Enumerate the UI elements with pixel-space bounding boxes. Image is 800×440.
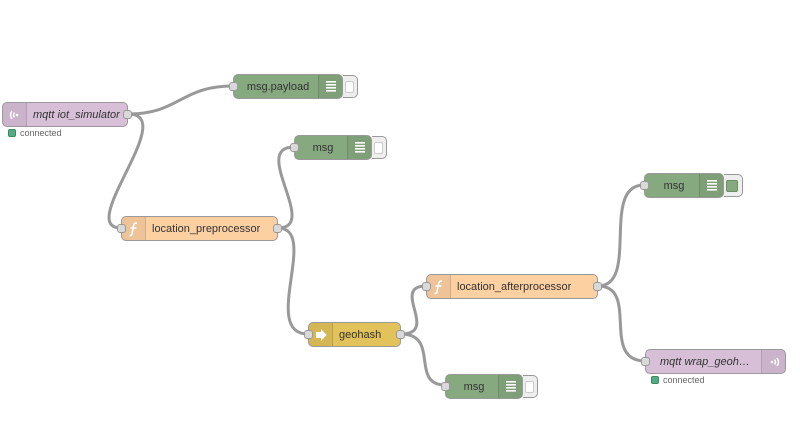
debug-node-msg-top[interactable]: msg xyxy=(290,135,372,160)
input-port[interactable] xyxy=(229,82,238,91)
status-dot-icon xyxy=(651,376,659,384)
wifi-signal-icon xyxy=(770,357,779,366)
mqtt-out-icon-box xyxy=(761,350,785,373)
debug-toggle-indicator xyxy=(525,381,534,393)
mqtt-in-node[interactable]: mqtt iot_simulator xyxy=(2,102,132,127)
wire-mqtt-to-preprocessor[interactable] xyxy=(107,112,145,230)
wire-preprocessor-to-geohash[interactable] xyxy=(277,226,309,336)
debug-icon-box xyxy=(498,375,522,398)
function-icon-box xyxy=(427,275,451,298)
debug-list-icon xyxy=(325,80,336,92)
node-label: location_preprocessor xyxy=(152,222,261,235)
node-label: msg xyxy=(312,141,334,154)
debug-toggle-msg-top[interactable] xyxy=(372,136,387,159)
input-port[interactable] xyxy=(441,382,450,391)
node-label: mqtt wrap_geohash xyxy=(660,355,755,368)
input-port[interactable] xyxy=(290,143,299,152)
status-text: connected xyxy=(663,375,705,385)
debug-list-icon xyxy=(354,141,365,153)
debug-icon-box xyxy=(318,75,342,98)
node-label: msg.payload xyxy=(246,80,310,93)
debug-node-payload[interactable]: msg.payload xyxy=(229,74,343,99)
output-port[interactable] xyxy=(396,330,405,339)
mqtt-in-status: connected xyxy=(8,128,62,138)
function-icon xyxy=(433,279,442,294)
wire-geohash-to-msg-bottom[interactable] xyxy=(400,332,446,387)
input-port[interactable] xyxy=(304,330,313,339)
node-label: mqtt iot_simulator xyxy=(33,108,120,121)
node-label: location_afterprocessor xyxy=(457,280,572,293)
debug-list-icon xyxy=(706,179,717,191)
wire-geohash-to-afterprocessor[interactable] xyxy=(400,284,427,336)
status-text: connected xyxy=(20,128,62,138)
geohash-node[interactable]: geohash xyxy=(304,322,405,347)
geohash-icon-box xyxy=(309,323,333,346)
debug-toggle-indicator xyxy=(345,81,354,93)
function-icon xyxy=(128,221,137,236)
node-label: msg xyxy=(463,380,485,393)
debug-toggle-indicator xyxy=(726,180,738,192)
debug-node-msg-bottom[interactable]: msg xyxy=(441,374,523,399)
debug-toggle-msg-bottom[interactable] xyxy=(523,375,538,398)
status-dot-icon xyxy=(8,129,16,137)
arrow-right-icon xyxy=(315,328,326,341)
wire-preprocessor-to-msg-top[interactable] xyxy=(277,145,295,230)
debug-toggle-indicator xyxy=(374,142,383,154)
mqtt-out-node[interactable]: mqtt wrap_geohash xyxy=(641,349,786,374)
wire-mqtt-to-payload[interactable] xyxy=(127,84,234,116)
debug-toggle-payload[interactable] xyxy=(343,75,358,98)
debug-icon-box xyxy=(699,174,723,197)
debug-icon-box xyxy=(347,136,371,159)
output-port[interactable] xyxy=(273,224,282,233)
input-port[interactable] xyxy=(641,357,650,366)
node-label: msg xyxy=(663,179,685,192)
output-port[interactable] xyxy=(593,282,602,291)
wire-afterprocessor-to-mqtt-out[interactable] xyxy=(597,284,646,363)
debug-list-icon xyxy=(505,380,516,392)
wifi-signal-icon xyxy=(9,110,18,119)
mqtt-in-icon-box xyxy=(3,103,27,126)
output-port[interactable] xyxy=(123,110,132,119)
function-node-afterprocessor[interactable]: location_afterprocessor xyxy=(422,274,602,299)
node-label: geohash xyxy=(339,328,382,341)
wire-afterprocessor-to-msg-right[interactable] xyxy=(597,183,645,288)
input-port[interactable] xyxy=(117,224,126,233)
mqtt-out-status: connected xyxy=(651,375,705,385)
input-port[interactable] xyxy=(422,282,431,291)
function-icon-box xyxy=(122,217,146,240)
debug-node-msg-right[interactable]: msg xyxy=(640,173,724,198)
function-node-preprocessor[interactable]: location_preprocessor xyxy=(117,216,282,241)
debug-toggle-msg-right[interactable] xyxy=(724,174,743,197)
input-port[interactable] xyxy=(640,181,649,190)
